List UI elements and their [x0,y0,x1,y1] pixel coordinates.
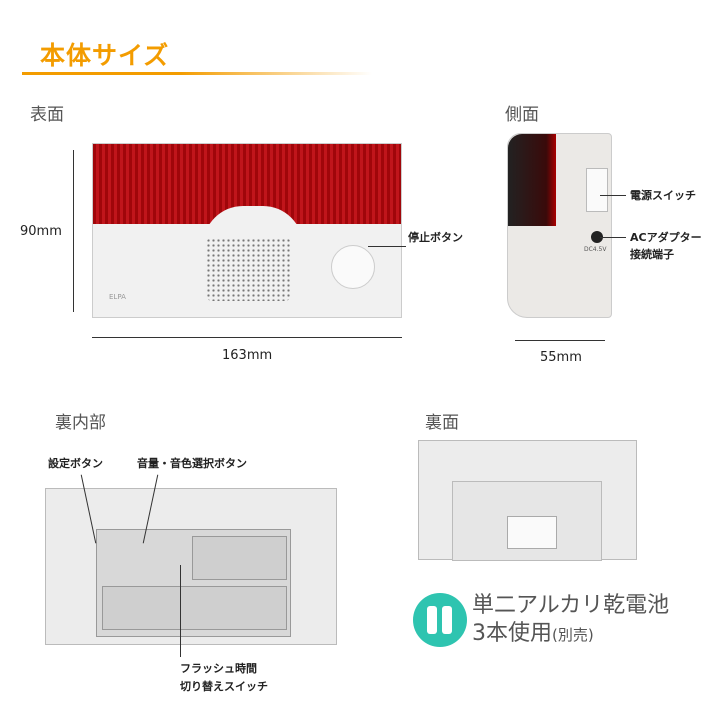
back-heading: 裏面 [425,413,459,433]
battery-compartment [96,529,291,637]
stop-leader [368,246,406,247]
page-title: 本体サイズ [40,41,170,70]
flash-leader [180,565,181,657]
inner-heading: 裏内部 [55,413,106,433]
depth-label: 55mm [540,350,582,365]
side-heading: 側面 [505,105,539,125]
side-device-image: DC4.5V [507,133,612,318]
front-heading: 表面 [30,105,64,125]
back-device-image [418,440,637,561]
logo: ELPA [109,293,126,301]
inner-device-image [45,488,337,645]
volume-button-label: 音量・音色選択ボタン [137,457,247,470]
speaker-grille [206,238,291,301]
flash-label-1: フラッシュ時間 [180,662,257,675]
settings-button-label: 設定ボタン [48,457,103,470]
battery-text: 単二アルカリ乾電池 3本使用(別売) [472,592,669,649]
battery-line-2: 3本使用 [472,621,552,646]
depth-arrow [515,340,605,341]
ac-label-2: 接続端子 [630,248,674,261]
stop-button-image [331,245,375,289]
front-device-image: ELPA [92,143,402,318]
width-label: 163mm [222,348,273,363]
width-arrow [92,337,402,338]
dc-label: DC4.5V [584,246,607,253]
title-underline [22,72,372,75]
flash-label-2: 切り替えスイッチ [180,680,268,693]
height-arrow [73,150,74,312]
stop-button-label: 停止ボタン [408,231,463,244]
battery-icon [413,593,467,647]
ac-label-1: ACアダプター [630,231,702,244]
switch-leader [600,195,626,196]
battery-note: (別売) [552,626,594,644]
battery-line-1: 単二アルカリ乾電池 [472,593,670,618]
height-label: 90mm [20,224,62,239]
power-switch-label: 電源スイッチ [630,189,696,202]
ac-leader [600,237,626,238]
